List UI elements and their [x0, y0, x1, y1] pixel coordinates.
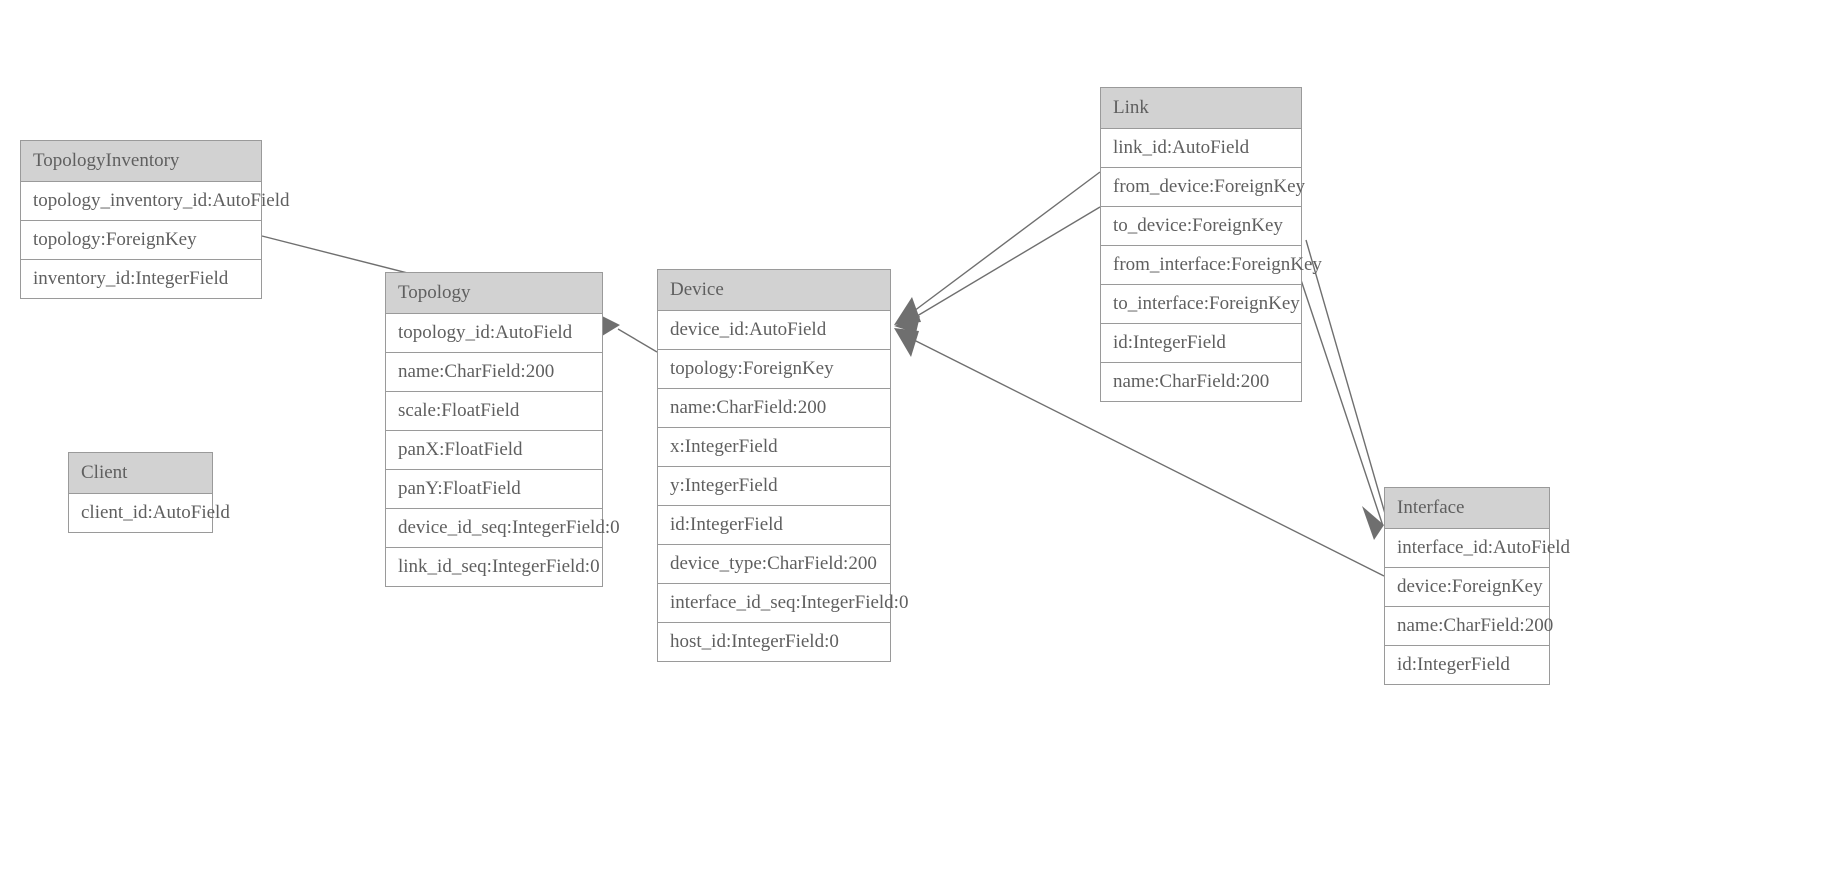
entity-field[interactable]: id:IntegerField [1101, 324, 1301, 363]
entity-field[interactable]: name:CharField:200 [1101, 363, 1301, 401]
arrowhead-interface-left [1362, 506, 1384, 540]
entity-field[interactable]: device:ForeignKey [1385, 568, 1549, 607]
entity-device[interactable]: Device device_id:AutoField topology:Fore… [657, 269, 908, 662]
entity-field[interactable]: name:CharField:200 [1385, 607, 1553, 646]
entity-field[interactable]: topology:ForeignKey [21, 221, 261, 260]
arrowhead-device-mid [894, 316, 920, 333]
entity-field[interactable]: from_interface:ForeignKey [1101, 246, 1322, 285]
edge-link-tointerface-interface [1299, 276, 1384, 527]
entity-field[interactable]: inventory_id:IntegerField [21, 260, 261, 298]
entity-interface[interactable]: Interface interface_id:AutoField device:… [1384, 487, 1570, 685]
edge-device-topology [617, 328, 658, 353]
entity-title: Interface [1385, 488, 1549, 529]
entity-topologyinventory[interactable]: TopologyInventory topology_inventory_id:… [20, 140, 290, 299]
entity-field[interactable]: panY:FloatField [386, 470, 602, 509]
entity-title: Topology [386, 273, 602, 314]
entity-field[interactable]: name:CharField:200 [386, 353, 602, 392]
entity-link[interactable]: Link link_id:AutoField from_device:Forei… [1100, 87, 1322, 402]
entity-field[interactable]: interface_id:AutoField [1385, 529, 1570, 568]
entity-client[interactable]: Client client_id:AutoField [68, 452, 230, 533]
entity-field[interactable]: interface_id_seq:IntegerField:0 [658, 584, 908, 623]
entity-topology[interactable]: Topology topology_id:AutoField name:Char… [385, 272, 620, 587]
entity-title: Device [658, 270, 890, 311]
entity-field[interactable]: from_device:ForeignKey [1101, 168, 1305, 207]
entity-field[interactable]: host_id:IntegerField:0 [658, 623, 890, 661]
arrowhead-device-upper [894, 297, 921, 325]
edge-link-todevice-device [901, 206, 1101, 326]
edge-link-fromdevice-device [901, 171, 1101, 321]
entity-title: Link [1101, 88, 1301, 129]
entity-field[interactable]: scale:FloatField [386, 392, 602, 431]
entity-field[interactable]: panX:FloatField [386, 431, 602, 470]
entity-field[interactable]: topology_inventory_id:AutoField [21, 182, 290, 221]
entity-title: TopologyInventory [21, 141, 261, 182]
entity-field[interactable]: y:IntegerField [658, 467, 890, 506]
entity-field[interactable]: id:IntegerField [1385, 646, 1549, 684]
entity-field[interactable]: topology_id:AutoField [386, 314, 602, 353]
entity-field[interactable]: id:IntegerField [658, 506, 890, 545]
entity-field[interactable]: to_interface:ForeignKey [1101, 285, 1301, 324]
arrowhead-device-lower [894, 328, 919, 357]
entity-field[interactable]: link_id:AutoField [1101, 129, 1301, 168]
entity-field[interactable]: x:IntegerField [658, 428, 890, 467]
entity-field[interactable]: topology:ForeignKey [658, 350, 890, 389]
entity-field[interactable]: device_id_seq:IntegerField:0 [386, 509, 620, 548]
edge-link-frominterface-interface [1305, 239, 1389, 525]
entity-field[interactable]: device_type:CharField:200 [658, 545, 890, 584]
entity-field[interactable]: name:CharField:200 [658, 389, 890, 428]
entity-field[interactable]: device_id:AutoField [658, 311, 890, 350]
entity-field[interactable]: link_id_seq:IntegerField:0 [386, 548, 602, 586]
entity-title: Client [69, 453, 212, 494]
entity-field[interactable]: to_device:ForeignKey [1101, 207, 1301, 246]
entity-field[interactable]: client_id:AutoField [69, 494, 230, 532]
